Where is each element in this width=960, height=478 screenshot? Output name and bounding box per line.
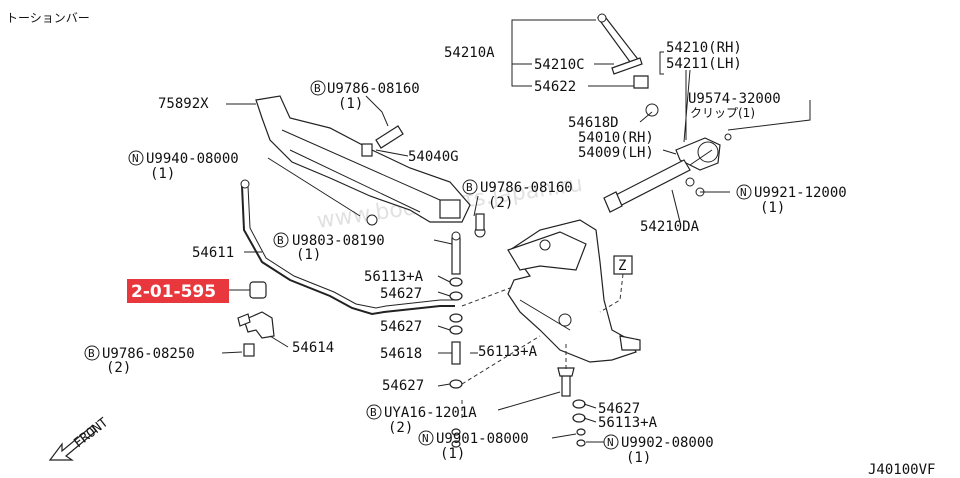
label-U9786-08160-b: U9786-08160	[480, 180, 573, 196]
label-54614: 54614	[292, 340, 334, 356]
front-indicator: FRONT	[48, 415, 111, 461]
front-arrow-icon	[48, 425, 97, 461]
label-54627-c: 54627	[382, 378, 424, 394]
label-54210DA: 54210DA	[640, 219, 700, 235]
highlight-part-tag[interactable]: 2-01-595	[127, 279, 250, 303]
prefix-b-icon	[366, 404, 382, 420]
label-UYA16-qty: (2)	[388, 420, 413, 436]
part-drawings	[237, 13, 732, 448]
label-56113A-3: 56113+A	[598, 415, 658, 431]
label-75892X: 75892X	[158, 96, 209, 112]
front-label: FRONT	[71, 415, 111, 451]
label-54009LH: 54009(LH)	[578, 145, 654, 161]
prefix-n-icon	[603, 434, 619, 450]
prefix-n: N	[132, 152, 139, 165]
label-clip: クリップ(1)	[690, 106, 755, 120]
section-marker: Z	[618, 258, 626, 274]
prefix-b-icon	[273, 232, 289, 248]
label-U9803-qty: (1)	[296, 247, 321, 263]
label-54618: 54618	[380, 346, 422, 362]
prefix-b: B	[88, 347, 95, 360]
prefix-n-icon	[736, 184, 752, 200]
prefix-n: N	[607, 436, 614, 449]
label-U9786-08160-b-qty: (2)	[488, 195, 513, 211]
prefix-b-icon	[84, 345, 100, 361]
label-U9901-qty: (1)	[440, 446, 465, 462]
label-U9786-08160-a: U9786-08160	[327, 81, 420, 97]
highlight-box[interactable]	[127, 279, 229, 303]
prefix-b: B	[466, 181, 473, 194]
label-U9901: U9901-08000	[436, 431, 529, 447]
leader-lines	[221, 19, 811, 443]
label-U9940: U9940-08000	[146, 151, 239, 167]
label-54010RH: 54010(RH)	[578, 130, 654, 146]
label-U9786-08160-a-qty: (1)	[338, 96, 363, 112]
part-labels: 54210A 54210C 54622 54210(RH) 54211(LH) …	[84, 40, 847, 466]
label-54210C: 54210C	[534, 57, 585, 73]
label-U9786-08250: U9786-08250	[102, 346, 195, 362]
label-54611: 54611	[192, 245, 234, 261]
prefix-b-icon	[310, 80, 326, 96]
prefix-n: N	[422, 432, 429, 445]
label-56113A-2: 56113+A	[478, 344, 538, 360]
prefix-b-icon	[462, 179, 478, 195]
label-U9940-qty: (1)	[150, 166, 175, 182]
label-54211LH: 54211(LH)	[666, 56, 742, 72]
diagram-title: トーションバー	[6, 11, 90, 25]
label-54627-b: 54627	[380, 319, 422, 335]
prefix-b: B	[314, 82, 321, 95]
label-U9902: U9902-08000	[621, 435, 714, 451]
label-54627-a: 54627	[380, 286, 422, 302]
label-U9786-08250-qty: (2)	[106, 360, 131, 376]
label-U9902-qty: (1)	[626, 450, 651, 466]
label-UYA16: UYA16-1201A	[384, 405, 477, 421]
label-54210A: 54210A	[444, 45, 495, 61]
label-56113A-1: 56113+A	[364, 269, 424, 285]
drawing-number: J40100VF	[868, 462, 935, 478]
label-54622: 54622	[534, 79, 576, 95]
prefix-n-icon	[128, 150, 144, 166]
prefix-n-icon	[418, 430, 434, 446]
prefix-b: B	[370, 406, 377, 419]
highlight-label[interactable]: 2-01-595	[131, 282, 216, 302]
label-54618D: 54618D	[568, 115, 619, 131]
label-54040G: 54040G	[408, 149, 459, 165]
label-U9921: U9921-12000	[754, 185, 847, 201]
label-U9921-qty: (1)	[760, 200, 785, 216]
label-54627-d: 54627	[598, 401, 640, 417]
label-U9803: U9803-08190	[292, 233, 385, 249]
prefix-b: B	[277, 234, 284, 247]
label-54210RH: 54210(RH)	[666, 40, 742, 56]
label-U9574: U9574-32000	[688, 91, 781, 107]
prefix-n: N	[740, 186, 747, 199]
